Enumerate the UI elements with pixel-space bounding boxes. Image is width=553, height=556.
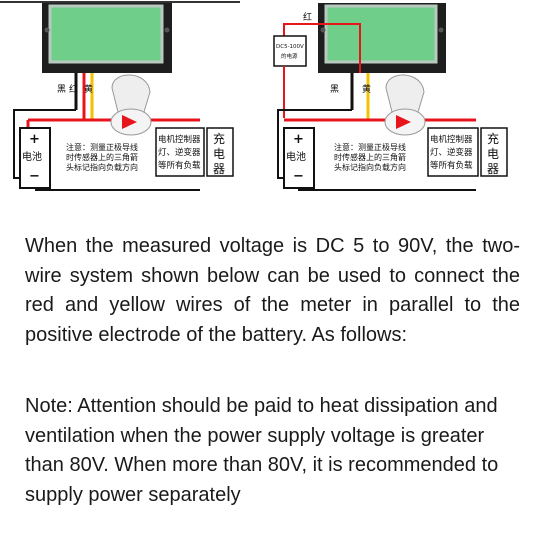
left-charger-box: 充 电 器 [206,127,234,177]
left-note-line-3: 头标记指向负载方向 [66,162,138,172]
left-wiring-diagram: 黑 红 黄 + 电池 − 注意：测量正极导线 时传 [13,3,234,191]
right-wiring-diagram: 红 DC5-100V 的电源 黑 黄 [273,3,508,191]
left-load-box: 电机控制器 灯、逆变器 等所有负载 [155,127,205,177]
left-load-line-3: 等所有负载 [158,160,201,171]
left-yellow-wire-label: 黄 [84,83,93,95]
left-battery-label: 电池 [22,150,42,163]
right-battery: + 电池 − [283,127,315,189]
right-battery-label: 电池 [286,150,306,163]
right-load-line-3: 等所有负载 [430,160,473,171]
left-battery: + 电池 − [19,127,51,189]
right-note-line-2: 时传感器上的三角箭 [334,152,406,162]
right-note-line-1: 注意：测量正极导线 [334,142,406,152]
left-black-wire-label: 黑 [57,84,66,95]
right-charger-char-1: 充 [487,131,499,146]
right-meter [318,3,446,73]
right-charger-char-3: 器 [487,162,499,176]
right-load-box: 电机控制器 灯、逆变器 等所有负载 [427,127,479,177]
instruction-paragraph: When the measured voltage is DC 5 to 90V… [25,235,520,346]
right-load-line-2: 灯、逆变器 [430,147,473,158]
note-paragraph: Note: Attention should be paid to heat d… [25,395,499,506]
right-black-wire-label: 黑 [330,84,339,95]
left-battery-plus: + [29,132,40,147]
wiring-diagrams: 黑 红 黄 + 电池 − 注意：测量正极导线 时传 [0,0,553,210]
right-battery-plus: + [293,132,304,147]
right-charger-char-2: 电 [487,147,499,161]
right-power-module: DC5-100V 的电源 [273,35,307,67]
left-charger-char-3: 器 [213,162,225,176]
left-note-line-2: 时传感器上的三角箭 [66,152,138,162]
left-charger-char-1: 充 [213,131,225,146]
right-current-sensor [384,74,426,136]
left-meter [42,3,172,73]
left-note-line-1: 注意：测量正极导线 [66,142,138,152]
right-battery-minus: − [293,169,304,184]
left-charger-char-2: 电 [213,147,225,161]
power-module-line-2: 的电源 [281,52,298,60]
left-load-line-2: 灯、逆变器 [158,147,201,158]
right-note-line-3: 头标记指向负载方向 [334,162,406,172]
right-red-top-label: 红 [303,11,312,23]
right-charger-box: 充 电 器 [480,127,508,177]
right-yellow-wire-label: 黄 [362,83,371,95]
right-load-line-1: 电机控制器 [430,134,473,145]
left-red-wire-label: 红 [69,83,78,95]
left-battery-minus: − [29,169,40,184]
left-load-line-1: 电机控制器 [158,134,201,145]
left-current-sensor [110,74,152,136]
power-module-line-1: DC5-100V [276,44,304,50]
